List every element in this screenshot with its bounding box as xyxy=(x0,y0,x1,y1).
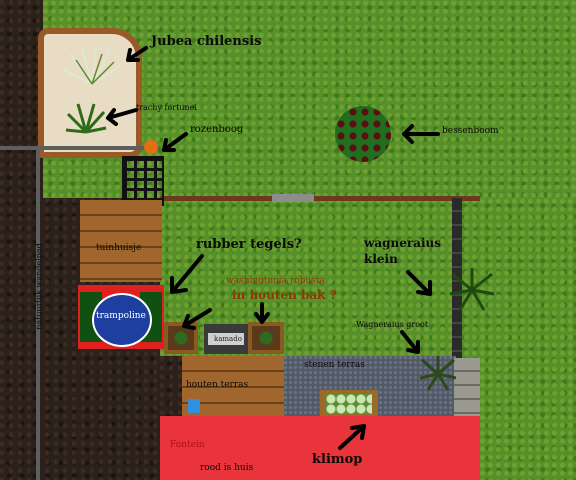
arrow-rozenboog xyxy=(162,132,188,152)
label-kamado: kamado xyxy=(214,335,242,343)
terrace-left-strip xyxy=(160,356,184,416)
arrow-wagneraius-klein xyxy=(406,270,432,296)
jubea-palm-icon xyxy=(62,44,122,90)
label-wagneraius-klein-1: wagneraius xyxy=(364,236,441,250)
garden-border-top xyxy=(160,196,480,201)
label-jubea: Jubea chilensis xyxy=(151,34,262,49)
arrow-jubea xyxy=(126,46,148,62)
label-houten-terras: houten terras xyxy=(186,380,249,390)
wagneraius-klein-icon xyxy=(449,268,495,312)
label-trampoline: trampoline xyxy=(96,311,146,321)
label-wagneraius-groot: Wagneraius groot xyxy=(356,320,429,329)
label-rozenboog: rozenboog xyxy=(190,124,244,135)
tuinhuisje-deck xyxy=(80,200,162,282)
arrow-washingtonia-left xyxy=(182,308,212,330)
wagneraius-groot-icon xyxy=(419,356,457,392)
lawn-far-right xyxy=(480,198,576,480)
label-natuurlijk-wandelpad: natuurlijk wandelpad xyxy=(34,243,44,330)
label-tuinhuisje: tuinhuisje xyxy=(96,243,142,253)
trachy-palm-icon xyxy=(64,100,108,140)
label-washingtonia-1: washingtonia robusta xyxy=(226,276,325,286)
arrow-trachy xyxy=(106,108,138,126)
house xyxy=(160,416,480,480)
arrow-rubber-tegels xyxy=(170,254,204,294)
trampoline-circle xyxy=(92,293,152,347)
arrow-washingtonia-right xyxy=(254,302,270,324)
klimop-plant xyxy=(326,394,372,414)
stone-edge xyxy=(454,358,480,416)
path-line-left xyxy=(36,146,40,480)
bessenboom-bush xyxy=(335,106,391,162)
gate-grey xyxy=(272,194,314,202)
washingtonia-right-icon xyxy=(252,326,280,350)
arrow-wagneraius-groot xyxy=(400,330,420,354)
washingtonia-left-icon xyxy=(168,326,194,350)
arrow-bessenboom xyxy=(402,124,440,144)
label-washingtonia-2: in houten bak ? xyxy=(232,288,337,302)
label-trachy: trachy fortunei xyxy=(136,103,197,112)
path-line-top xyxy=(0,146,160,150)
jubea-planter xyxy=(38,28,142,158)
label-rubber-tegels: rubber tegels? xyxy=(196,237,302,252)
kamado-grill xyxy=(208,333,244,345)
fountain-icon xyxy=(188,399,200,413)
label-bessenboom: bessenboom xyxy=(442,126,499,136)
label-rood-is-huis: rood is huis xyxy=(200,463,254,473)
label-stenen-terras: stenen terras xyxy=(304,360,365,370)
rose-flower-icon xyxy=(144,140,158,154)
label-wagneraius-klein-2: klein xyxy=(364,252,398,266)
label-klimop: klimop xyxy=(312,452,363,467)
arrow-klimop xyxy=(338,424,366,450)
label-fontein: Fontein xyxy=(170,440,205,450)
